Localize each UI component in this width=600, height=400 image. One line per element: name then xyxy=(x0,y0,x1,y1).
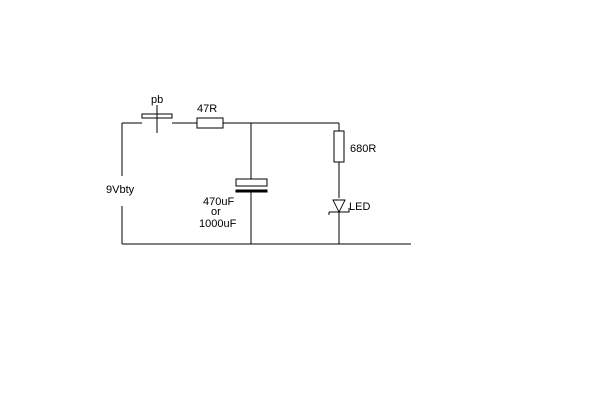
resistor-680r-label: 680R xyxy=(350,143,376,155)
capacitor-label-line2: or xyxy=(211,206,221,218)
wires xyxy=(121,122,411,245)
led-symbol xyxy=(328,199,350,215)
battery-label: 9Vbty xyxy=(106,184,135,196)
led-triangle xyxy=(332,199,346,214)
resistor-47r xyxy=(196,117,224,129)
capacitor-label-line1: 470uF xyxy=(203,196,234,208)
capacitor-plate-bottom xyxy=(235,189,268,193)
capacitor-symbol xyxy=(235,178,268,193)
pushbutton-symbol xyxy=(141,105,173,133)
pushbutton-label: pb xyxy=(151,94,163,106)
resistor-680r xyxy=(333,130,345,163)
capacitor-label-line3: 1000uF xyxy=(199,218,237,230)
led-cathode-bar xyxy=(329,208,350,213)
capacitor-plate-top xyxy=(235,178,268,187)
resistor-47r-label: 47R xyxy=(197,103,217,115)
led-label: LED xyxy=(349,201,370,213)
